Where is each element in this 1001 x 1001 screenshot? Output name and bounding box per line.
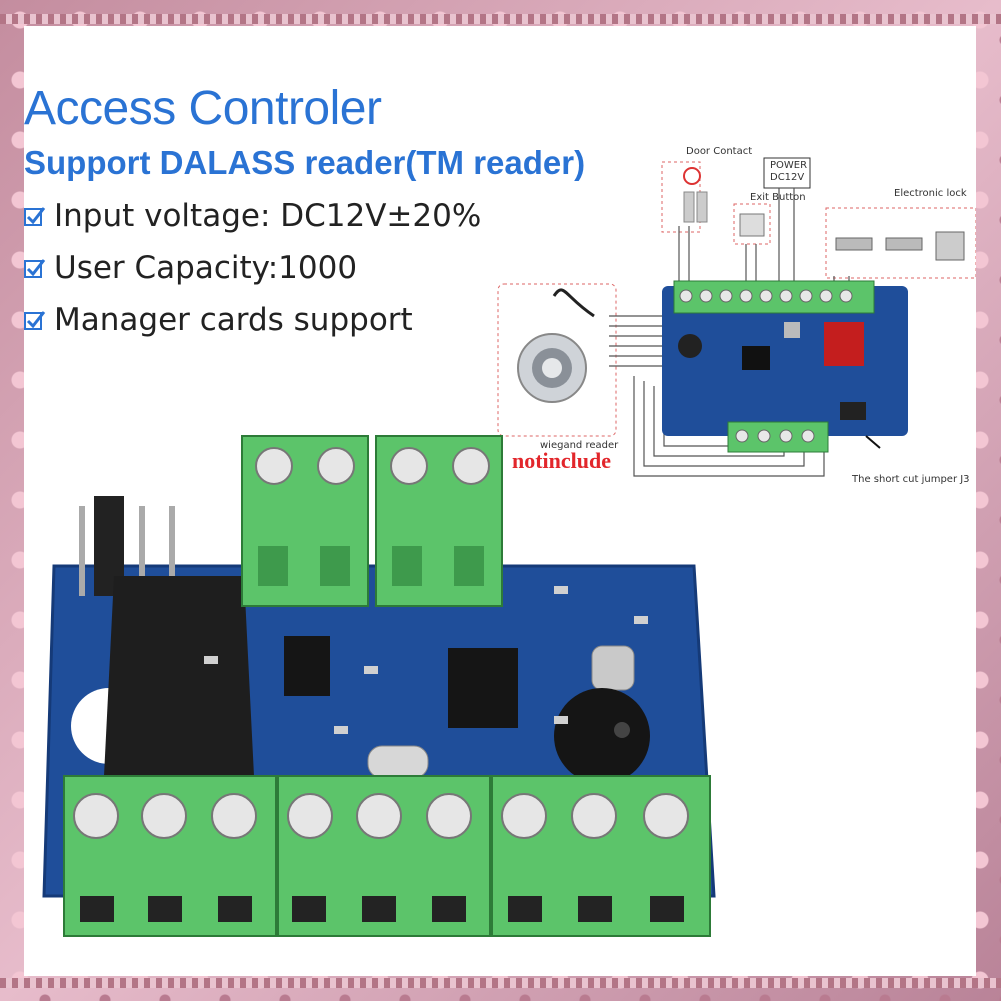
power-label: POWER [770,160,808,171]
wiegand-reader-label: wiegand reader [540,440,619,451]
border-stripe-top [0,14,1001,24]
feature-text: User Capacity:1000 [54,250,358,286]
product-subtitle: Support DALASS reader(TM reader) [24,144,586,181]
electronic-lock-label: Electronic lock [894,188,967,199]
product-title: Access Controler [24,82,382,135]
checkbox-checked-icon [24,309,46,331]
checkbox-checked-icon [24,205,46,227]
exit-button-label: Exit Button [750,192,806,203]
controller-board-graphic [42,435,716,937]
feature-text: Manager cards support [54,302,413,338]
checkbox-checked-icon [24,257,46,279]
wiring-diagram: Door Contact POWER DC12V Exit Button Ele… [494,146,976,506]
wiring-diagram-graphic [497,157,976,477]
feature-item: Manager cards support [24,302,413,338]
product-image-canvas: Access Controler Support DALASS reader(T… [24,26,976,976]
jumper-note-label: The short cut jumper J3 [852,474,970,485]
feature-item: User Capacity:1000 [24,250,357,286]
feature-item: Input voltage: DC12V±20% [24,198,481,234]
not-included-note: notinclude [512,448,612,473]
feature-text: Input voltage: DC12V±20% [54,198,482,234]
border-stripe-bottom [0,978,1001,988]
door-contact-label: Door Contact [686,146,753,157]
power-voltage-label: DC12V [770,172,805,183]
controller-board-photo [34,426,724,956]
